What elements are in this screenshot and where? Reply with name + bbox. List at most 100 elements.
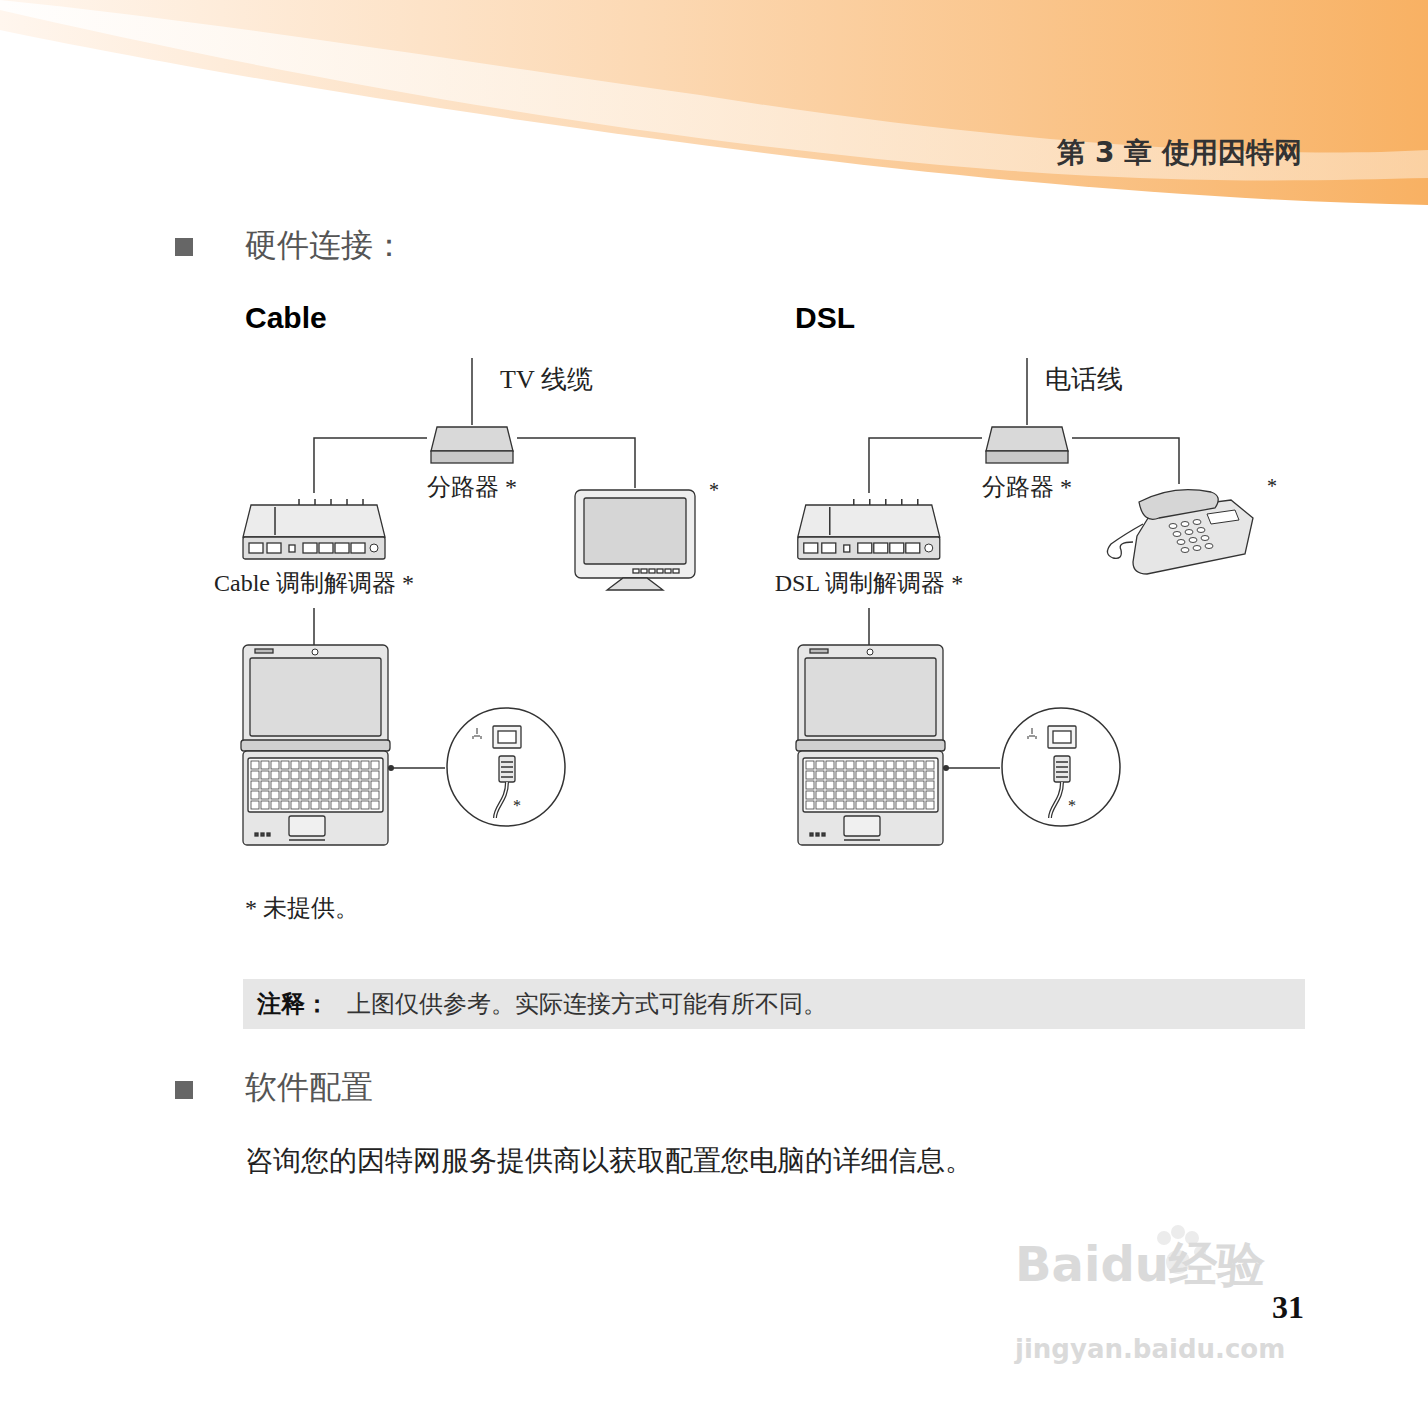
bullet-square: [175, 238, 193, 256]
laptop-camera: [867, 649, 873, 655]
node-label: 分路器 *: [427, 473, 517, 502]
phone-key: [1193, 546, 1201, 551]
callout-node: *: [1000, 706, 1122, 828]
laptop-key: [271, 781, 279, 789]
connector-line: [517, 438, 635, 488]
laptop-key: [906, 781, 914, 789]
laptop-key: [886, 771, 894, 779]
laptop-key: [876, 801, 884, 809]
laptop-lid: [798, 645, 943, 745]
laptop-key: [251, 771, 259, 779]
laptop-key: [866, 771, 874, 779]
laptop-key: [816, 791, 824, 799]
laptop-key: [281, 771, 289, 779]
laptop-key: [261, 781, 269, 789]
laptop-key: [331, 771, 339, 779]
monitor-button: [673, 569, 679, 573]
modem-port: [335, 543, 349, 553]
modem-front: [243, 537, 385, 559]
laptop-key: [876, 771, 884, 779]
monitor-node: *: [573, 488, 719, 592]
laptop-key: [876, 781, 884, 789]
laptop-key: [846, 781, 854, 789]
laptop-key: [371, 801, 379, 809]
diagram-heading: DSL: [795, 300, 855, 336]
laptop-logo: [810, 649, 828, 653]
line-label: 电话线: [1045, 364, 1123, 395]
laptop-key: [836, 771, 844, 779]
laptop-screen: [805, 658, 936, 736]
laptop-key: [311, 781, 319, 789]
laptop-key: [866, 791, 874, 799]
laptop-key: [846, 801, 854, 809]
laptop-key: [806, 761, 814, 769]
laptop-key: [826, 801, 834, 809]
ethernet-cable: [495, 782, 507, 818]
node-label: *: [709, 478, 719, 502]
laptop-key: [866, 801, 874, 809]
plug-ridge: [501, 776, 513, 778]
laptop-key: [886, 791, 894, 799]
callout-shape: [1000, 706, 1122, 828]
splitter-top: [986, 427, 1068, 451]
splitter-front: [431, 451, 513, 463]
laptop-key: [916, 781, 924, 789]
watermark-url: jingyan.baidu.com: [1015, 1334, 1285, 1365]
laptop-key: [806, 771, 814, 779]
phone-key: [1189, 538, 1197, 543]
laptop-key: [271, 771, 279, 779]
plug-ridge: [1056, 766, 1068, 768]
laptop-key: [856, 761, 864, 769]
connector-line: [1072, 438, 1179, 484]
ethernet-port: [1048, 726, 1076, 748]
modem-shape: [796, 493, 942, 561]
phone-key: [1181, 548, 1189, 553]
laptop-key: [906, 801, 914, 809]
laptop-key: [271, 801, 279, 809]
modem-switch: [844, 545, 850, 552]
callout-circle: [447, 708, 565, 826]
monitor-bezel: [575, 490, 695, 578]
laptop: [241, 645, 390, 845]
laptop-key: [856, 801, 864, 809]
laptop-key: [836, 761, 844, 769]
body-text: 咨询您的因特网服务提供商以获取配置您电脑的详细信息。: [245, 1144, 973, 1178]
laptop-key: [916, 761, 924, 769]
laptop-key: [361, 771, 369, 779]
laptop-led: [810, 833, 813, 836]
plug-ridge: [1056, 771, 1068, 773]
phone-display: [1207, 510, 1239, 524]
laptop-key: [261, 801, 269, 809]
laptop-key: [311, 761, 319, 769]
monitor-button: [649, 569, 655, 573]
ethernet-cable-core: [495, 782, 507, 818]
ethernet-cable-core: [1050, 782, 1062, 818]
laptop-key: [351, 781, 359, 789]
laptop-key: [876, 791, 884, 799]
laptop-logo: [255, 649, 273, 653]
laptop: [796, 645, 945, 845]
laptop-key: [301, 781, 309, 789]
laptop-key: [846, 791, 854, 799]
phone-line: [1026, 358, 1028, 425]
laptop-camera: [312, 649, 318, 655]
laptop-key: [321, 791, 329, 799]
laptop-key: [906, 761, 914, 769]
laptop-key: [291, 761, 299, 769]
modem-port: [906, 543, 920, 553]
laptop-key: [291, 771, 299, 779]
laptop-key: [896, 801, 904, 809]
splitter-front: [986, 451, 1068, 463]
laptop-key: [866, 761, 874, 769]
line-label: TV 线缆: [500, 364, 593, 395]
modem-top: [243, 505, 385, 537]
laptop-key: [331, 761, 339, 769]
laptop-led: [261, 833, 264, 836]
laptop-key: [826, 781, 834, 789]
plug-ridge: [1056, 776, 1068, 778]
header-swoosh: [0, 0, 1428, 180]
laptop-key: [321, 801, 329, 809]
laptop-key: [896, 761, 904, 769]
modem-node: DSL 调制解调器 *: [775, 493, 963, 598]
